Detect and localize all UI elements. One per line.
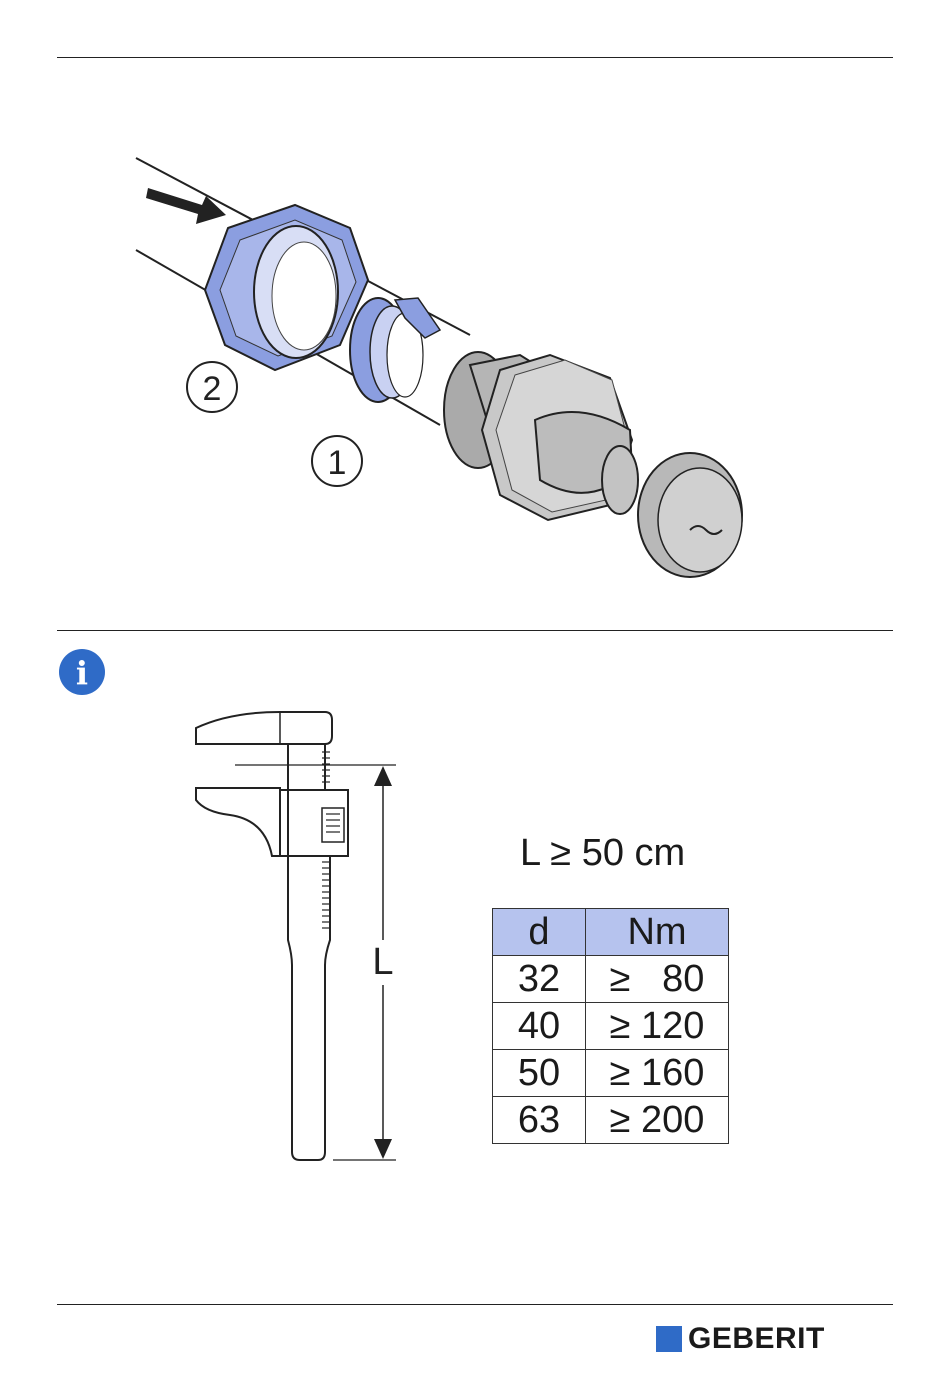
bottom-rule <box>57 1304 893 1305</box>
info-icon-letter: i <box>76 654 88 692</box>
callout-2-label: 2 <box>203 370 222 408</box>
top-rule <box>57 57 893 58</box>
cell-diameter: 50 <box>493 1050 586 1097</box>
info-icon: i <box>58 648 106 696</box>
geberit-logo: GEBERIT <box>656 1324 825 1354</box>
pipe-fitting-illustration: 2 1 <box>0 60 950 630</box>
dimension-arrow-up-icon <box>374 766 392 786</box>
header-diameter: d <box>493 909 586 956</box>
length-formula: L ≥ 50 cm <box>520 832 685 875</box>
logo-square-icon <box>656 1326 682 1352</box>
wrench-illustration: L <box>180 700 440 1180</box>
table-row: 32 ≥ 80 <box>493 956 729 1003</box>
dimension-arrow-down-icon <box>374 1139 392 1159</box>
table-header-row: d Nm <box>493 909 729 956</box>
cell-torque: ≥ 120 <box>586 1003 729 1050</box>
cell-torque: ≥ 80 <box>586 956 729 1003</box>
table-row: 63 ≥ 200 <box>493 1097 729 1144</box>
logo-text: GEBERIT <box>688 1322 825 1356</box>
table-row: 50 ≥ 160 <box>493 1050 729 1097</box>
wrench-dimension-label: L <box>372 941 393 983</box>
cell-diameter: 32 <box>493 956 586 1003</box>
callout-1: 1 <box>312 436 362 486</box>
table-row: 40 ≥ 120 <box>493 1003 729 1050</box>
cell-diameter: 63 <box>493 1097 586 1144</box>
cell-torque: ≥ 200 <box>586 1097 729 1144</box>
header-torque: Nm <box>586 909 729 956</box>
torque-table: d Nm 32 ≥ 80 40 ≥ 120 50 ≥ 160 63 ≥ 200 <box>492 908 729 1144</box>
cell-diameter: 40 <box>493 1003 586 1050</box>
cell-torque: ≥ 160 <box>586 1050 729 1097</box>
middle-rule <box>57 630 893 631</box>
valve-fitting <box>444 352 742 577</box>
callout-1-label: 1 <box>328 444 347 482</box>
callout-2: 2 <box>187 362 237 412</box>
